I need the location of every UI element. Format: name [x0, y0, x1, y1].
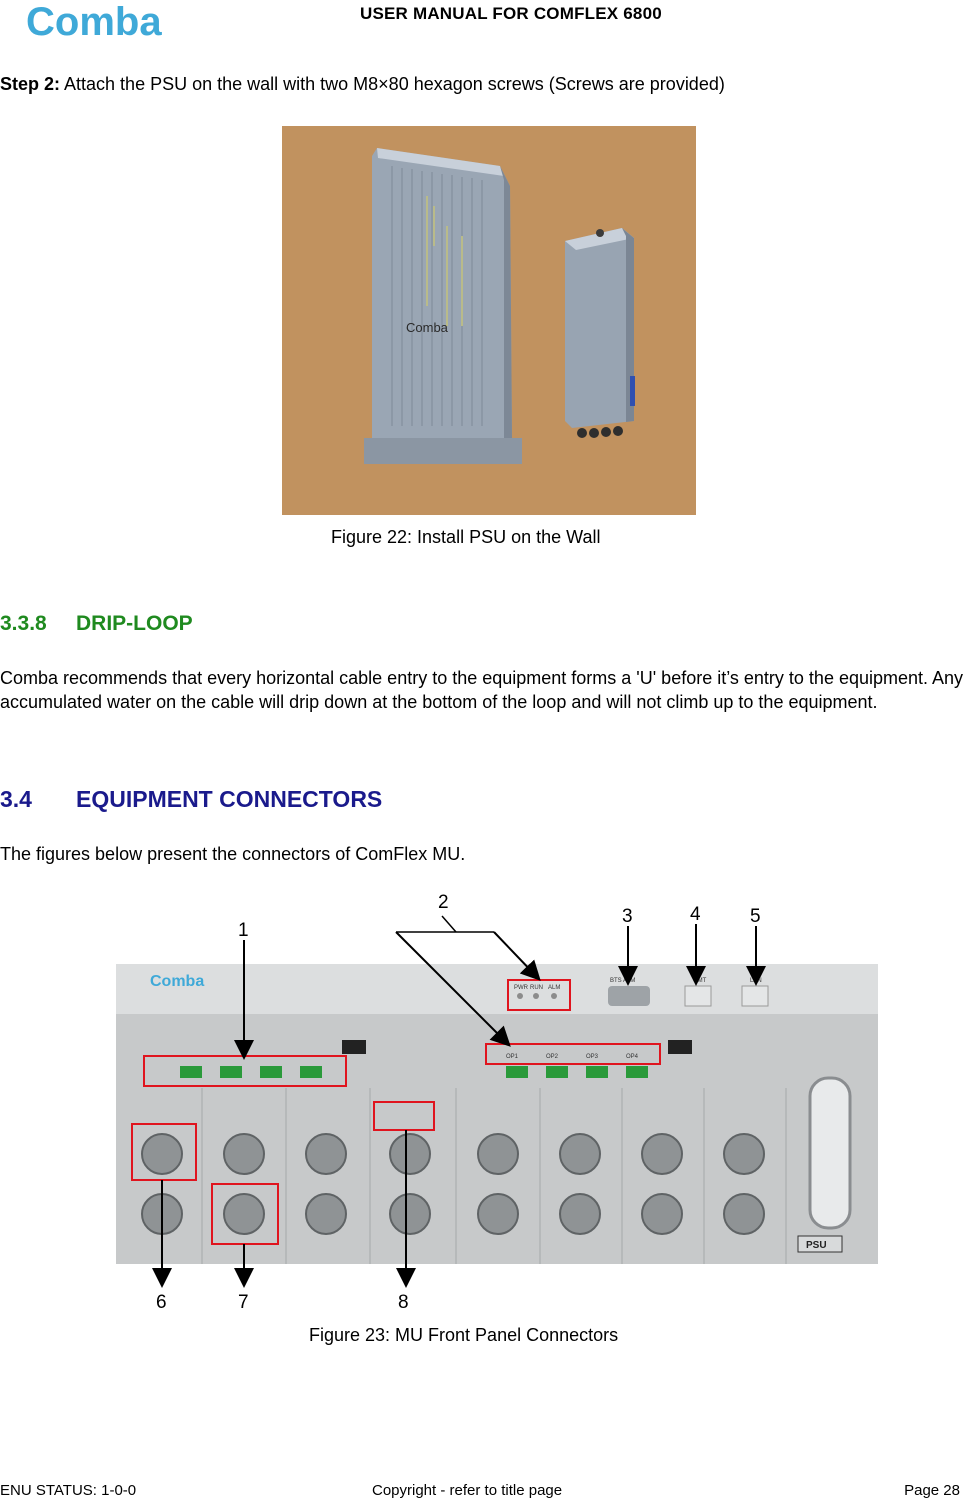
svg-text:OP3: OP3	[586, 1054, 599, 1060]
callout-1: 1	[238, 920, 249, 941]
psu-wall-install-image: Comba	[282, 126, 696, 515]
mu-front-panel-image: 1 2 3 4 5 6 7 8 Comba PWR RUN ALM BTS AL…	[116, 892, 878, 1313]
svg-text:RUN: RUN	[530, 985, 543, 991]
svg-text:ALM: ALM	[548, 985, 560, 991]
footer-status: ENU STATUS: 1-0-0	[0, 1482, 137, 1499]
svg-text:Comba: Comba	[406, 320, 449, 335]
callout-5: 5	[750, 906, 761, 927]
svg-text:OP2: OP2	[546, 1054, 559, 1060]
svg-text:Comba: Comba	[26, 2, 162, 42]
callout-7: 7	[238, 1292, 249, 1313]
step-text: Attach the PSU on the wall with two M8×8…	[60, 74, 725, 94]
callout-6: 6	[156, 1292, 167, 1313]
drip-loop-paragraph: Comba recommends that every horizontal c…	[0, 668, 964, 712]
figure-22-caption: Figure 22: Install PSU on the Wall	[331, 527, 601, 547]
figure-23-caption: Figure 23: MU Front Panel Connectors	[309, 1325, 619, 1345]
callout-8: 8	[398, 1292, 409, 1313]
section-number: 3.4	[0, 786, 32, 812]
section-title: DRIP-LOOP	[76, 612, 193, 635]
callout-3: 3	[622, 906, 633, 927]
svg-text:OP4: OP4	[626, 1054, 639, 1060]
callout-4: 4	[690, 904, 701, 925]
footer-page-number: Page 28	[904, 1482, 960, 1499]
section-heading-equipment-connectors: 3.4 EQUIPMENT CONNECTORS	[0, 786, 382, 813]
section-number: 3.3.8	[0, 612, 47, 635]
footer-copyright: Copyright - refer to title page	[372, 1482, 563, 1499]
step-instruction: Step 2: Attach the PSU on the wall with …	[0, 72, 725, 96]
svg-text:PWR: PWR	[514, 985, 529, 991]
section-heading-drip-loop: 3.3.8 DRIP-LOOP	[0, 612, 193, 636]
document-title: USER MANUAL FOR COMFLEX 6800	[360, 4, 662, 23]
callout-2: 2	[438, 892, 449, 913]
svg-text:Comba: Comba	[150, 973, 204, 990]
comba-logo: Comba	[26, 2, 162, 42]
connectors-intro: The figures below present the connectors…	[0, 844, 466, 864]
svg-text:OP1: OP1	[506, 1054, 519, 1060]
step-label: Step 2:	[0, 74, 61, 94]
section-title: EQUIPMENT CONNECTORS	[76, 786, 383, 812]
svg-text:PSU: PSU	[806, 1240, 827, 1251]
svg-text:BTS ALM: BTS ALM	[610, 978, 635, 984]
